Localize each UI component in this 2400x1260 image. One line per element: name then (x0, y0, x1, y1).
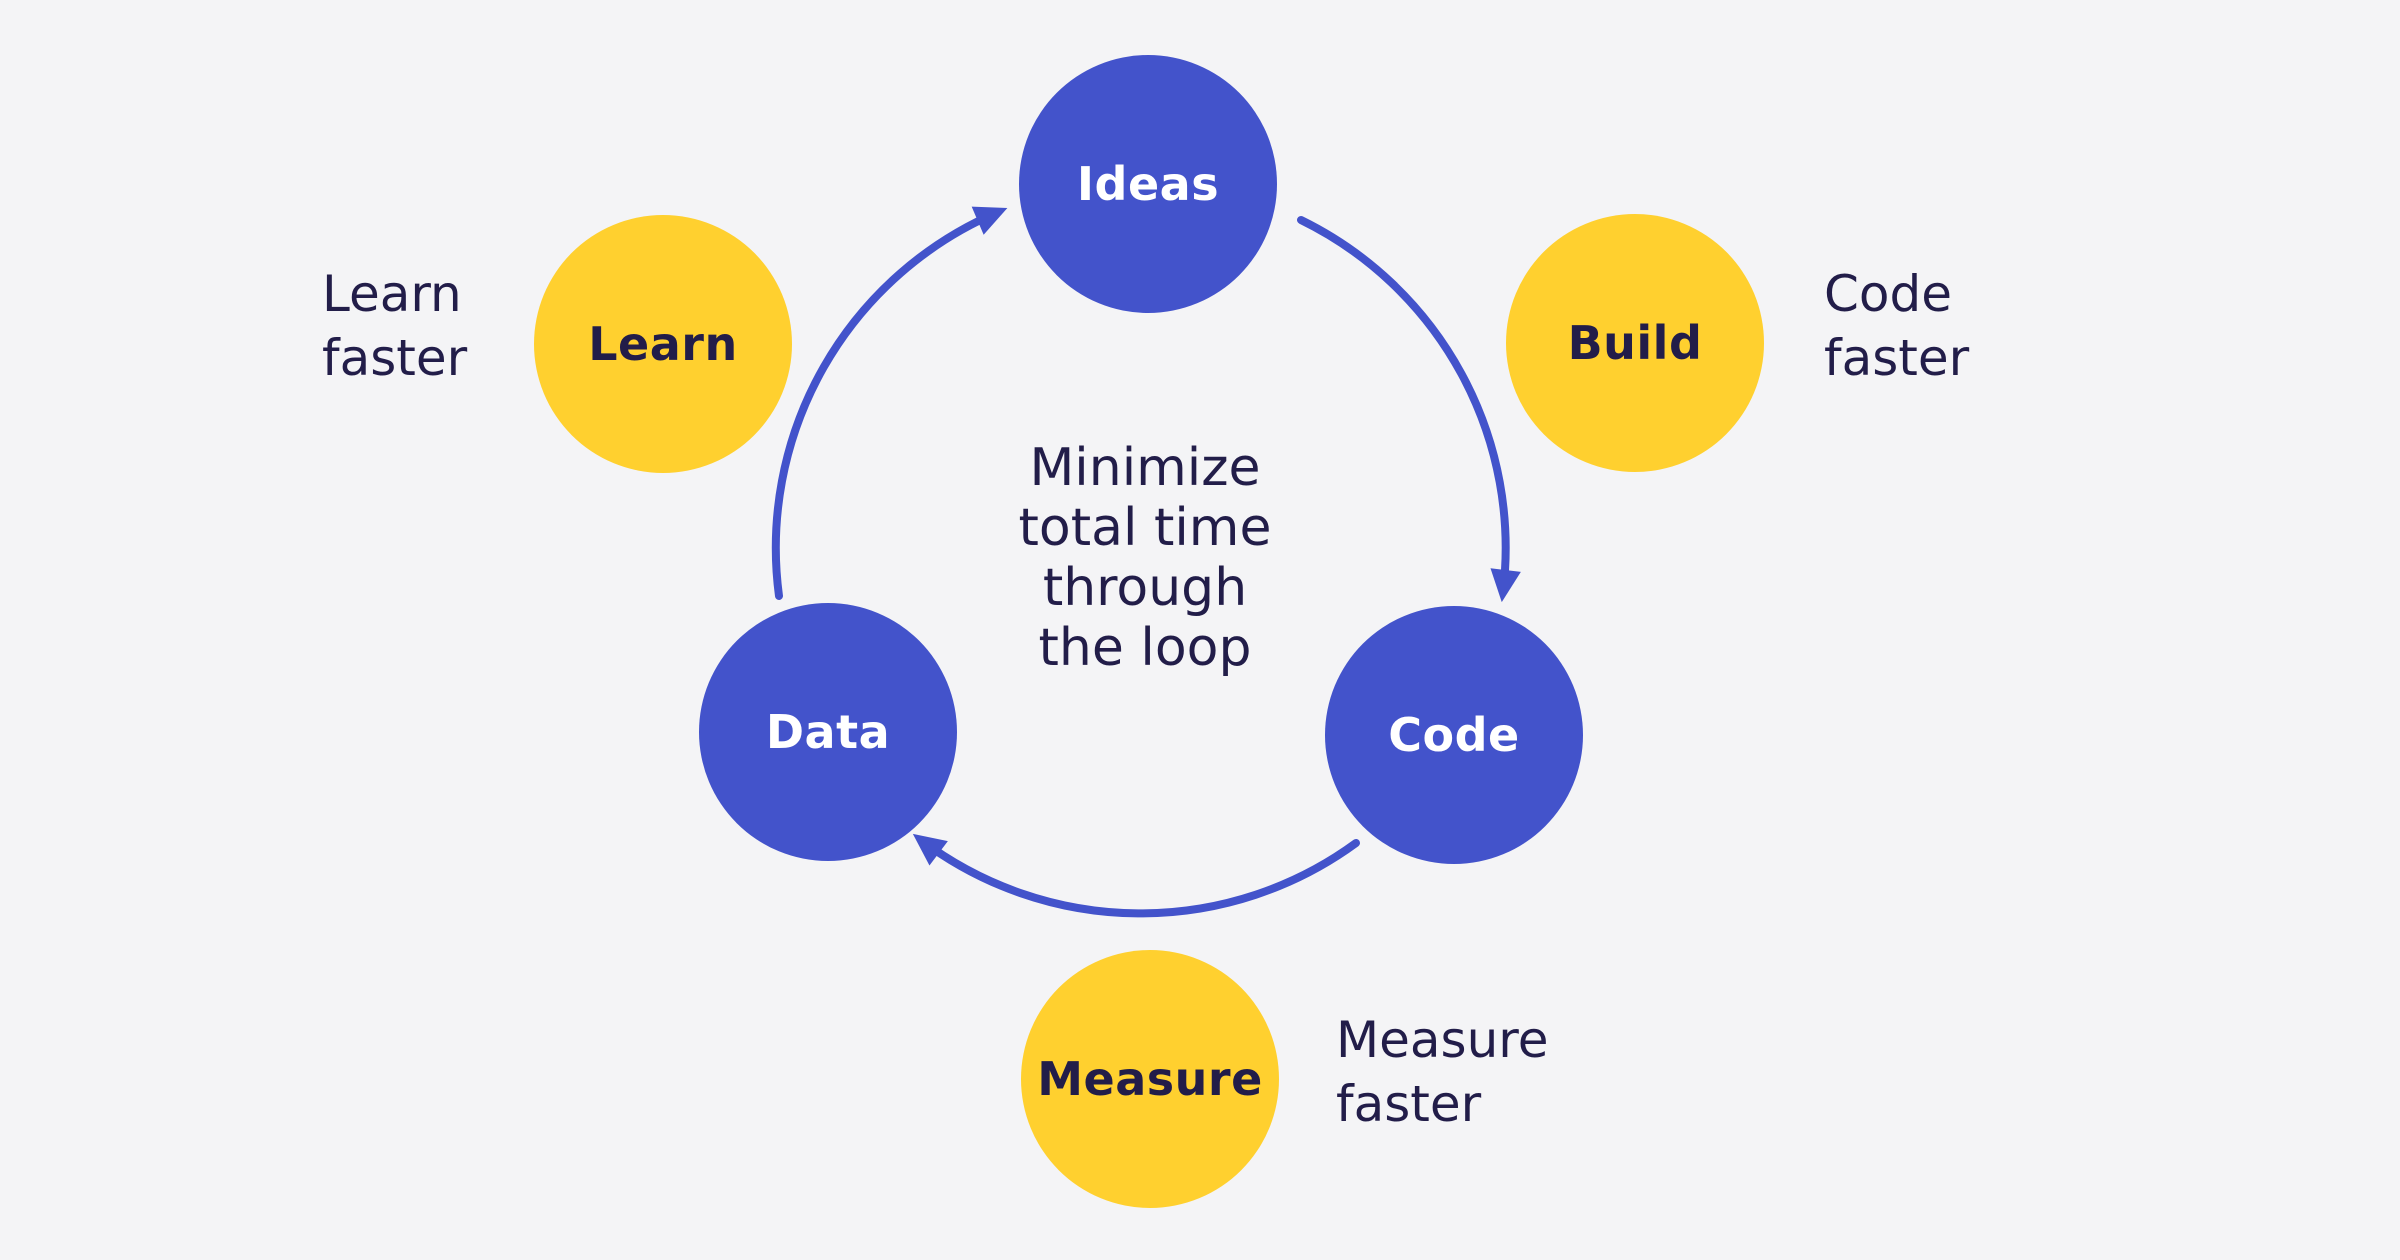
caption-learn-faster-line1: Learn (322, 265, 462, 323)
node-ideas: Ideas (1019, 55, 1277, 313)
caption-measure-faster-line2: faster (1336, 1075, 1482, 1133)
node-measure: Measure (1021, 950, 1279, 1208)
center-text-line1: Minimize (1029, 438, 1261, 498)
node-data: Data (699, 603, 957, 861)
center-text-line2: total time (1018, 498, 1272, 558)
caption-measure-faster-line1: Measure (1336, 1011, 1549, 1069)
node-measure-label: Measure (1037, 1052, 1263, 1106)
node-code: Code (1325, 606, 1583, 864)
caption-learn-faster-line2: faster (322, 329, 468, 387)
node-learn: Learn (534, 215, 792, 473)
node-code-label: Code (1388, 708, 1520, 762)
center-text-line3: through (1042, 558, 1248, 618)
center-text: Minimize total time through the loop (845, 438, 1445, 678)
caption-code-faster-line2: faster (1824, 329, 1970, 387)
node-ideas-label: Ideas (1076, 157, 1220, 211)
node-build-label: Build (1567, 316, 1703, 370)
caption-code-faster: Code faster (1824, 262, 1969, 390)
caption-learn-faster: Learn faster (322, 262, 467, 390)
arrow-code-to-data (912, 833, 1360, 918)
caption-measure-faster: Measure faster (1336, 1008, 1549, 1136)
node-learn-label: Learn (588, 317, 738, 371)
node-data-label: Data (765, 705, 891, 759)
caption-code-faster-line1: Code (1824, 265, 1953, 323)
node-build: Build (1506, 214, 1764, 472)
center-text-line4: the loop (1038, 618, 1252, 678)
